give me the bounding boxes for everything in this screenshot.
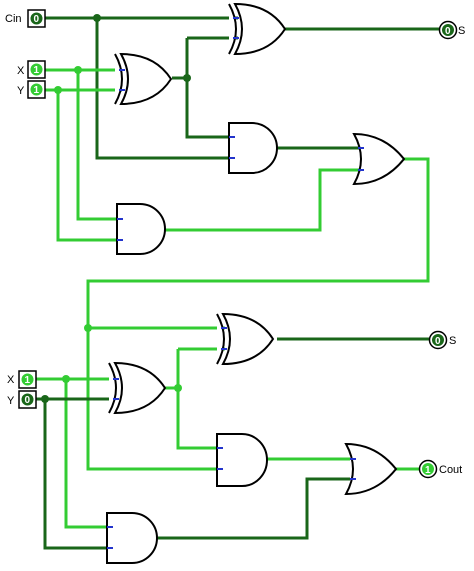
input-pin-cin[interactable]: Cin 0 (5, 9, 46, 28)
junction-dot (174, 384, 182, 392)
junction-dot (74, 66, 82, 74)
junction-dot (54, 86, 62, 94)
pin-value: 0 (34, 14, 40, 25)
pin-label: S (449, 335, 456, 347)
wire-cin2[interactable] (86, 326, 225, 471)
junction-dot (93, 14, 101, 22)
junction-dot (41, 395, 49, 403)
xor-gate-icon[interactable] (114, 52, 173, 106)
input-pin-x1[interactable]: X 1 (17, 60, 46, 79)
junction-dot (84, 324, 92, 332)
junction-dot (62, 375, 70, 383)
pin-value: 1 (34, 65, 40, 76)
pin-state-indicator (30, 12, 43, 25)
wire-x2[interactable] (36, 377, 114, 529)
circuit2-wires (36, 326, 431, 550)
xor-gate-icon[interactable] (108, 361, 167, 415)
pin-state-indicator (422, 463, 434, 475)
input-pin-x2[interactable]: X 1 (7, 370, 37, 389)
input-pin-y2[interactable]: Y 0 (7, 390, 37, 409)
pin-state-indicator (442, 24, 454, 36)
and-gate-icon[interactable] (106, 512, 158, 564)
pin-state-indicator (30, 63, 43, 76)
or-gate-icon[interactable] (344, 442, 398, 496)
junctions (41, 14, 191, 403)
circuit1-wires (44, 16, 440, 328)
wire-x1[interactable] (44, 68, 122, 221)
pin-state-indicator (30, 83, 43, 96)
pin-state-indicator (21, 393, 34, 406)
pin-state-indicator (432, 334, 444, 346)
pin-label: Y (17, 85, 25, 97)
or-gate-icon[interactable] (352, 132, 406, 186)
xor-gate-icon[interactable] (216, 312, 275, 366)
xor-gate-icon[interactable] (228, 2, 287, 56)
pin-label: X (17, 65, 25, 77)
input-pin-y1[interactable]: Y 1 (17, 80, 46, 99)
pin-value: 0 (435, 336, 441, 347)
pin-value: 1 (34, 85, 40, 96)
pin-label: S (458, 25, 465, 37)
and-gate-icon[interactable] (116, 203, 166, 255)
output-pin-s1[interactable]: 0 S (438, 20, 466, 40)
pin-value: 1 (25, 375, 31, 386)
pin-label: X (7, 374, 15, 386)
wire-cin[interactable] (44, 16, 238, 160)
wire-and2-out[interactable] (165, 168, 362, 232)
junction-dot (183, 74, 191, 82)
pin-label: Cin (5, 13, 22, 25)
pin-state-indicator (21, 373, 34, 386)
pin-label: Cout (439, 464, 462, 476)
wire-and4-out[interactable] (156, 477, 350, 540)
pin-value: 0 (445, 26, 451, 37)
pin-value: 1 (425, 465, 431, 476)
pin-label: Y (7, 395, 15, 407)
and-gate-icon[interactable] (228, 122, 278, 174)
output-pin-s2[interactable]: 0 S (428, 330, 457, 350)
and-gate-icon[interactable] (216, 433, 268, 487)
wire-carry1[interactable] (86, 157, 430, 328)
output-pin-cout[interactable]: 1 Cout (418, 459, 463, 479)
pin-value: 0 (25, 395, 31, 406)
